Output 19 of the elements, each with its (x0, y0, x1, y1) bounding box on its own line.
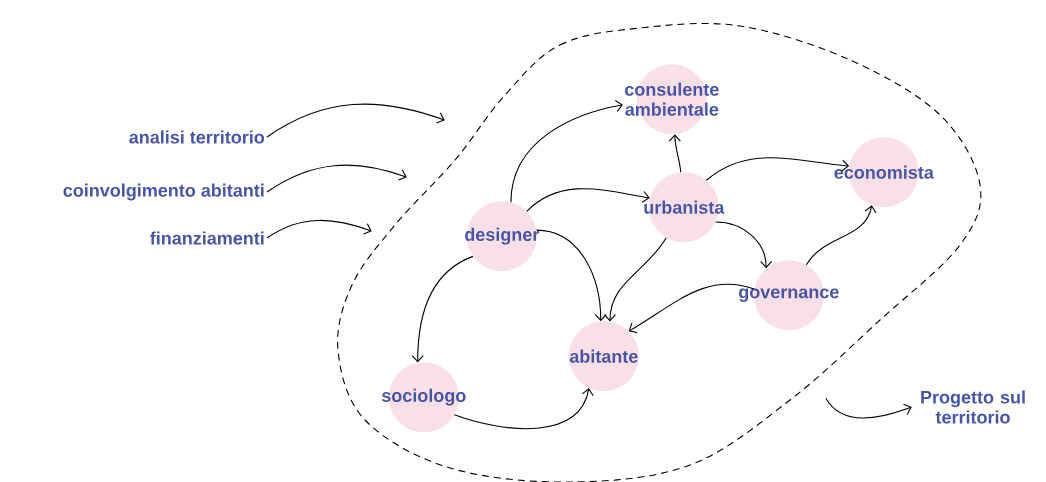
input-label: analisi territorio (129, 130, 265, 144)
arrow (266, 103, 445, 138)
arrow (453, 388, 594, 430)
input-label: coinvolgimento abitanti (63, 183, 264, 201)
arrow (705, 157, 850, 181)
arrow (825, 397, 912, 419)
arrow (535, 229, 607, 322)
output-label: Progetto sul territorio (921, 390, 1025, 424)
arrow (628, 283, 755, 334)
arrow (805, 205, 877, 266)
arrow (603, 237, 667, 322)
arrow (411, 255, 474, 363)
arrow (668, 134, 682, 173)
arrow (715, 221, 773, 269)
arrow (266, 219, 372, 239)
arrow (266, 164, 407, 193)
arrow (510, 99, 623, 203)
input-label: finanziamenti (150, 231, 264, 245)
arrow (526, 188, 650, 212)
